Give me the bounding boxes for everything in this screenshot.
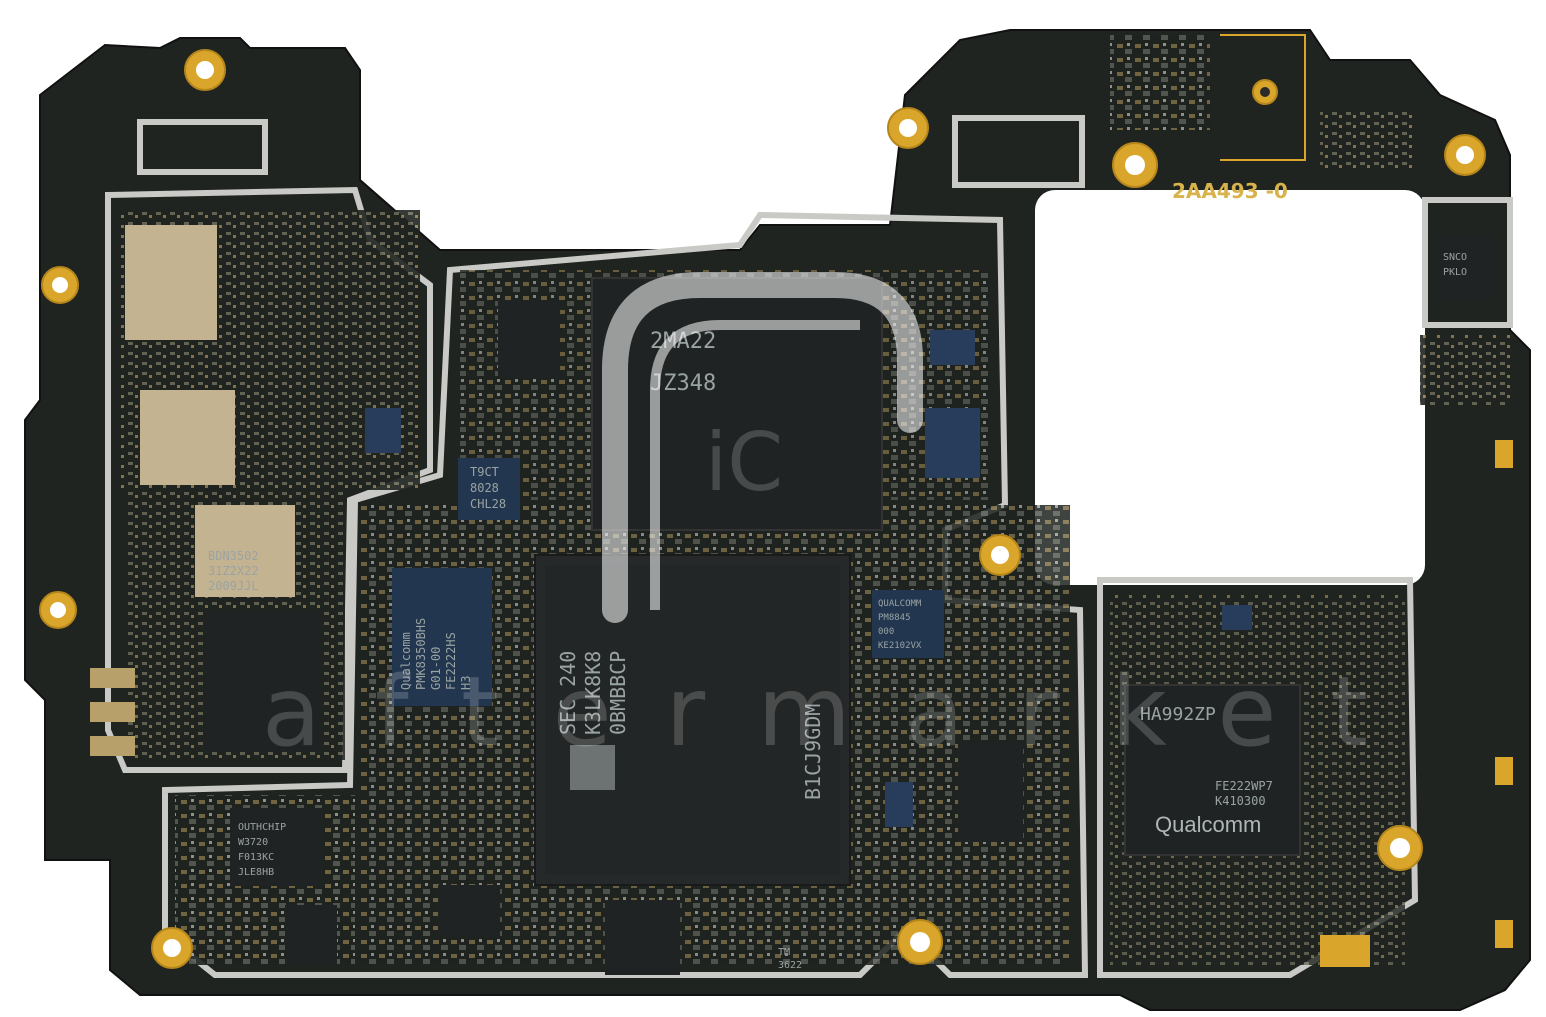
t9-label-3: CHL28	[470, 497, 506, 511]
rf-label-2: 31Z2X22	[208, 564, 259, 578]
misc-ics	[285, 235, 1493, 975]
t9-chip	[458, 458, 520, 520]
rf-module-3	[195, 505, 295, 597]
watermark: iC aftermarket	[262, 272, 1422, 768]
bottom-chip-label-2: 3622	[778, 960, 802, 971]
rf-label-1: BDN3502	[208, 549, 259, 563]
modem-chip	[1124, 684, 1301, 856]
rf-module-2	[140, 390, 235, 485]
right-chip-label-1: SNCO	[1443, 252, 1467, 263]
outchip-label-3: F013KC	[238, 852, 274, 863]
modem-brand: Qualcomm	[1155, 812, 1261, 837]
rf-module-1	[125, 225, 217, 340]
pmic-label-3: G01-00	[429, 647, 443, 690]
soc-label-4: B1CJ9GDM	[801, 704, 825, 800]
rf-label-3: 2009JJL	[208, 579, 259, 593]
bottom-chip-label-1: TM	[778, 947, 790, 958]
outchip-label-4: JLE8HB	[238, 867, 274, 878]
watermark-site-text: aftermarket	[262, 656, 1422, 768]
pmic-small-label-2: PM8845	[878, 613, 911, 623]
modem-label-3: K410300	[1215, 794, 1266, 808]
t9-label-2: 8028	[470, 481, 499, 495]
pmic-label-2: PMK8350BHS	[414, 618, 428, 690]
modem-label-1: HA992ZP	[1140, 704, 1216, 725]
rf-transceiver-chip	[205, 612, 320, 752]
modem-label-2: FE222WP7	[1215, 779, 1273, 793]
outchip-label-2: W3720	[238, 837, 268, 848]
pmic-label-1: Qualcomm	[399, 632, 413, 690]
board-cutout	[1035, 190, 1425, 585]
right-chip-label-2: PKLO	[1443, 267, 1467, 278]
dram-label-2: JZ348	[650, 371, 716, 396]
board-marking: 2AA493 -0	[1172, 179, 1288, 203]
soc-label-2: K3LK8K8	[581, 651, 605, 735]
outchip-label-1: OUTHCHIP	[238, 822, 286, 833]
t9-label-1: T9CT	[470, 465, 499, 479]
watermark-logo-text: iC	[705, 416, 783, 509]
soc-label-3: 0BMBBCP	[606, 651, 630, 735]
pmic-small-label-1: QUALCOMM	[878, 599, 922, 609]
pmic-small-chip	[872, 590, 944, 658]
soc-label-1: SEC 240	[556, 651, 580, 735]
pmic-label-5: H3	[459, 676, 473, 690]
pmic-main-chip	[392, 568, 492, 706]
pmic-label-4: FE2222HS	[444, 632, 458, 690]
pmic-small-label-4: KE2102VX	[878, 641, 922, 651]
outchip	[230, 808, 322, 886]
pmic-small-label-3: 000	[878, 627, 894, 637]
